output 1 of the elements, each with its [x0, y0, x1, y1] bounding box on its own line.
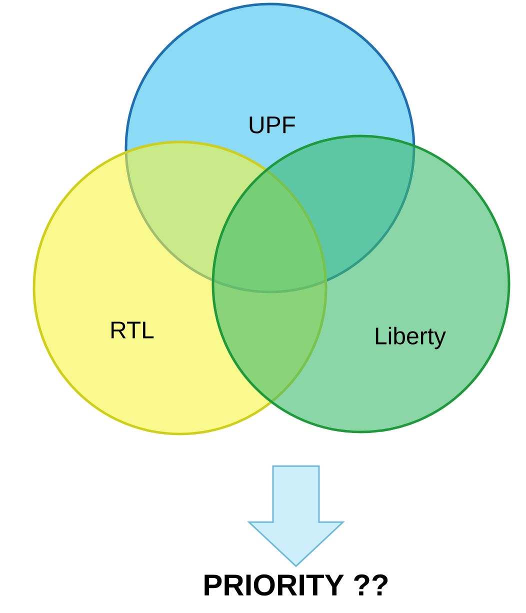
heading: PRIORITY ?? [204, 574, 388, 596]
